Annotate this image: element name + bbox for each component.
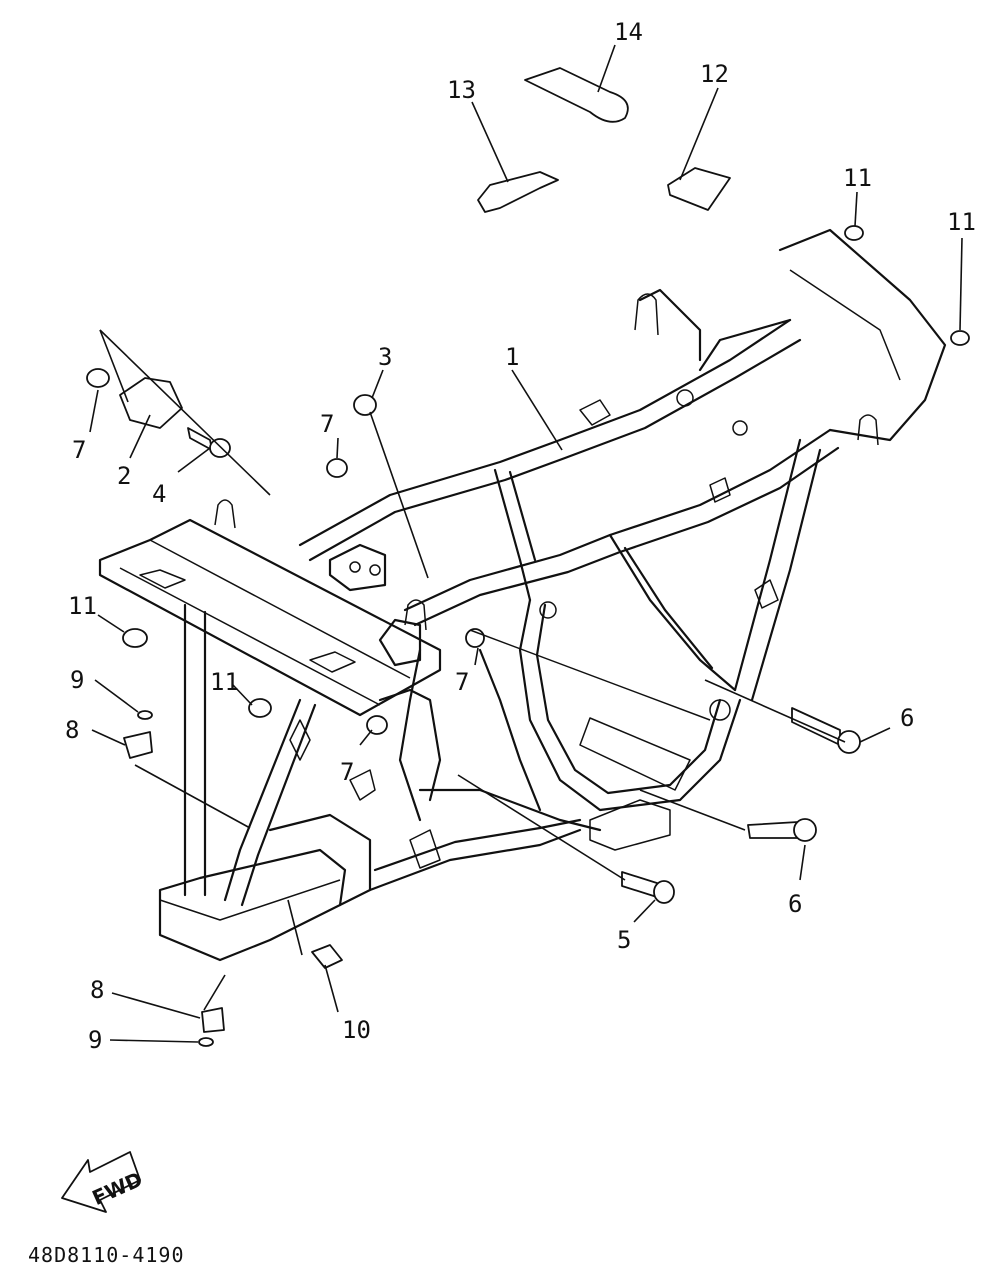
part-8-bushing-b: [201, 1007, 225, 1033]
leader-lines: [89, 44, 963, 1043]
part-5-bolt-head: [653, 880, 675, 904]
loose-parts: [86, 67, 970, 1047]
part-14-cover: [524, 67, 629, 123]
callout-4: 4: [152, 480, 166, 508]
part-7-nut-d: [366, 715, 388, 735]
part-9-oring-a: [137, 710, 153, 720]
part-6-bolt-b-head: [793, 818, 817, 842]
part-6-bolt-a: [791, 707, 841, 746]
part-12-pouch: [667, 167, 731, 211]
part-7-nut-b: [326, 458, 348, 478]
callout-5: 5: [617, 926, 631, 954]
callout-12: 12: [700, 60, 729, 88]
part-7-nut-a: [86, 368, 110, 388]
drawing-code: 48D8110-4190: [28, 1243, 185, 1267]
callout-8-a: 8: [65, 716, 79, 744]
part-2-bracket: [119, 377, 183, 429]
part-13-strap: [477, 171, 559, 213]
callout-6-a: 6: [900, 704, 914, 732]
callout-7-a: 7: [72, 436, 86, 464]
part-6-bolt-a-head: [837, 730, 861, 754]
callout-7-d: 7: [340, 758, 354, 786]
part-11-cap-c: [122, 628, 148, 648]
fwd-arrow-icon: [61, 1151, 141, 1213]
callout-7-c: 7: [455, 668, 469, 696]
callout-11-a: 11: [843, 164, 872, 192]
callout-11-d: 11: [210, 668, 239, 696]
callout-11-b: 11: [947, 208, 976, 236]
callout-8-b: 8: [90, 976, 104, 1004]
part-3-grommet: [353, 394, 377, 416]
part-11-cap-b: [950, 330, 970, 346]
callout-2: 2: [117, 462, 131, 490]
forward-arrow: FWD: [61, 1151, 146, 1213]
callout-6-b: 6: [788, 890, 802, 918]
callout-7-b: 7: [320, 410, 334, 438]
callout-10: 10: [342, 1016, 371, 1044]
callout-13: 13: [447, 76, 476, 104]
callout-9-b: 9: [88, 1026, 102, 1054]
callout-1: 1: [505, 343, 519, 371]
part-6-bolt-b: [747, 821, 801, 839]
part-9-oring-b: [198, 1037, 214, 1047]
part-10-fitting: [311, 944, 343, 969]
callout-labels: 14 13 12 11 11 1 3 7 7 2 4 11 9 11 7 8 6…: [65, 18, 976, 1054]
frame-assembly: [98, 228, 947, 962]
callout-14: 14: [614, 18, 643, 46]
part-11-cap-a: [844, 225, 864, 241]
callout-3: 3: [378, 343, 392, 371]
callout-9-a: 9: [70, 666, 84, 694]
callout-11-c: 11: [68, 592, 97, 620]
part-8-bushing-a: [123, 731, 153, 759]
part-4-bolt: [187, 427, 213, 451]
part-11-cap-d: [248, 698, 272, 718]
